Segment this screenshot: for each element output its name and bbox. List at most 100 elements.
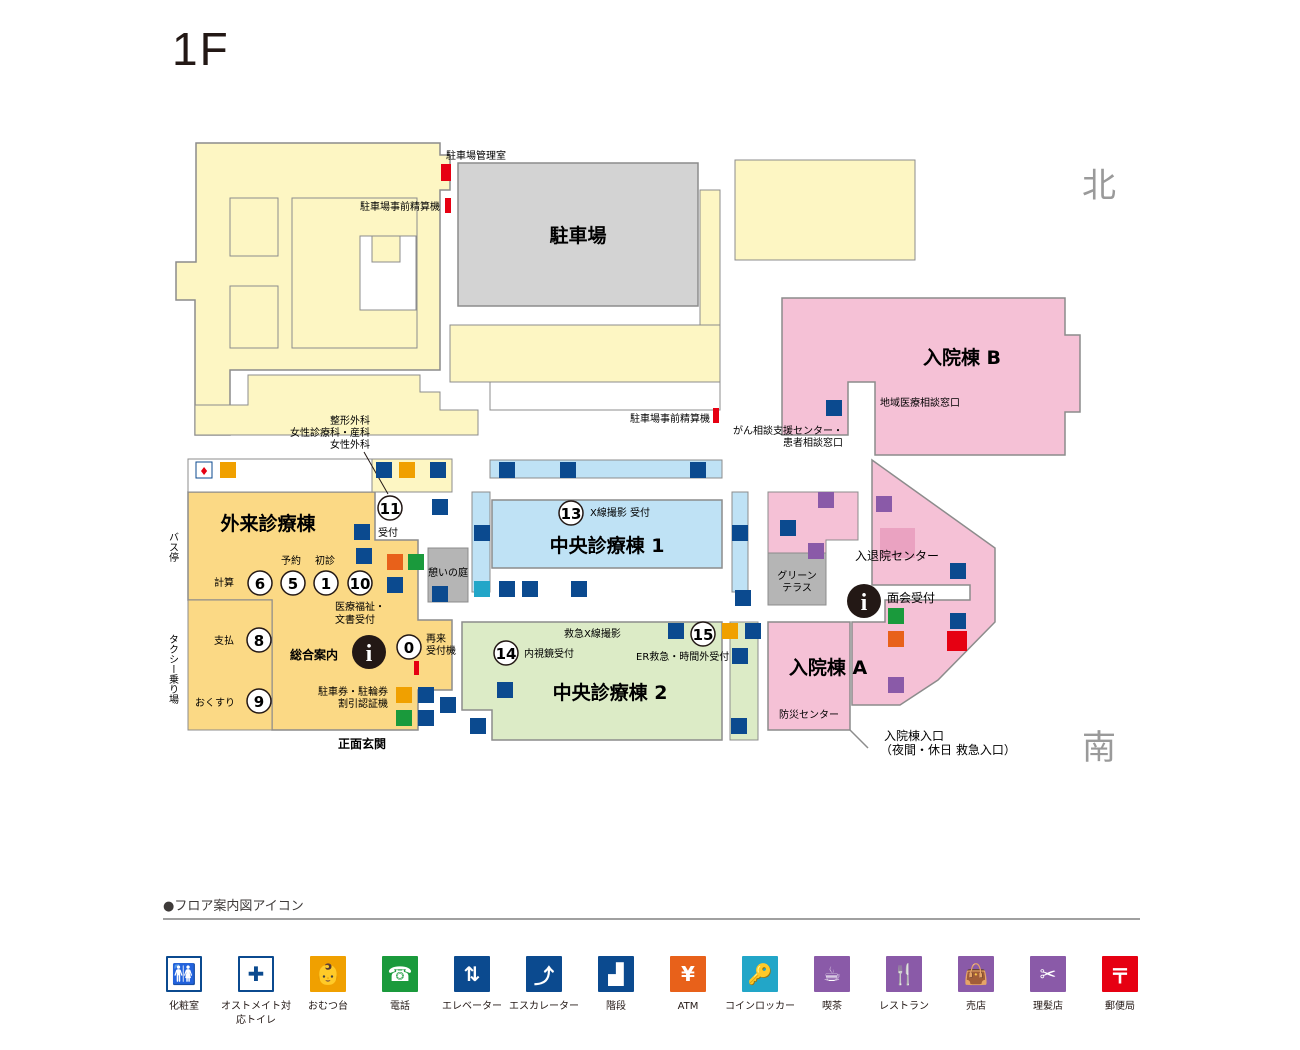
legend-label-ostomate: オストメイト対応トイレ [221, 1001, 291, 1026]
barber-icon: ✂ [1030, 956, 1066, 992]
diaper-icon: 👶 [310, 956, 346, 992]
svg-text:i: i [366, 641, 373, 667]
coin-locker-icon: 🔑 [742, 956, 778, 992]
marker-5[interactable]: 5 [288, 575, 298, 593]
legend-label-diaper: おむつ台 [308, 1001, 348, 1012]
svg-text:i: i [861, 590, 868, 616]
legend-item-phone: ☎ 電話 [363, 956, 437, 1014]
ortho-label-1: 整形外科 [330, 414, 370, 427]
parking-office-label: 駐車場管理室 [446, 149, 506, 162]
legend-item-stairs: ▟ 階段 [579, 956, 653, 1014]
ward-entrance-label-1: 入院棟入口 [884, 728, 944, 743]
ward-b-building [781, 297, 1081, 456]
terrace-label-2: テラス [782, 582, 812, 594]
legend-label-stairs: 階段 [606, 1001, 626, 1012]
legend-label-restroom: 化粧室 [169, 1001, 199, 1012]
cancer-label-1: がん相談支援センター・ [733, 424, 843, 437]
first-visit-label: 初診 [315, 554, 335, 567]
post-office-icon: 〒 [1102, 956, 1138, 992]
legend-item-elevator: ⇅ エレベーター [435, 956, 509, 1014]
legend-label-coin-locker: コインロッカー [725, 1001, 795, 1012]
legend-label-elevator: エレベーター [442, 1001, 502, 1012]
restroom-icon: 🚻 [166, 956, 202, 992]
reception-11-label: 受付 [378, 526, 398, 539]
legend-item-escalator: ⤴ エスカレーター [507, 956, 581, 1014]
legend-label-escalator: エスカレーター [509, 1001, 579, 1012]
legend-divider [163, 918, 1140, 920]
marker-13[interactable]: 13 [561, 505, 582, 523]
emergency-xray-label: 救急X線撮影 [564, 627, 621, 640]
marker-10[interactable]: 10 [350, 575, 371, 593]
ortho-label-2: 女性診療科・産科 [290, 426, 370, 439]
escalator-icon: ⤴ [526, 956, 562, 992]
phone-icon: ☎ [382, 956, 418, 992]
legend-item-atm: ¥ATM [651, 956, 725, 1014]
admission-center-label: 入退院センター [855, 549, 939, 563]
legend-item-diaper: 👶 おむつ台 [291, 956, 365, 1014]
marker-6[interactable]: 6 [255, 575, 265, 593]
legend-label-restaurant: レストラン [879, 1001, 929, 1012]
legend-label-cafe: 喫茶 [822, 1001, 842, 1012]
legend-item-restroom: 🚻 化粧室 [147, 956, 221, 1014]
pharmacy-label: おくすり [195, 697, 235, 709]
floor-label: 1F [172, 23, 230, 75]
floor-map: 駐車場 駐車場管理室 駐車場事前精算機 入院棟 B 地域医療相談窓口 がん相談支… [167, 142, 1081, 757]
info-icon-general[interactable] [352, 635, 386, 669]
revisit-label-1: 再来 [426, 633, 446, 645]
central1-name: 中央診療棟 1 [550, 534, 665, 557]
legend-item-ostomate: ✚ オストメイト対応トイレ [219, 956, 293, 1028]
prepay-label-1: 駐車場事前精算機 [360, 200, 440, 213]
marker-15[interactable]: 15 [693, 626, 714, 644]
marker-8[interactable]: 8 [254, 632, 264, 650]
cancer-label-2: 患者相談窓口 [783, 436, 843, 449]
revisit-label-2: 受付機 [426, 644, 456, 657]
ward-entrance-label-2: （夜間・休日 救急入口） [880, 742, 1016, 757]
welfare-label-2: 文書受付 [335, 613, 375, 626]
er-label: ER救急・時間外受付 [636, 650, 729, 663]
numbered-markers[interactable]: 11 13 6 5 1 10 8 9 0 14 15 [246, 495, 716, 714]
marker-1[interactable]: 1 [321, 575, 331, 593]
billing-label: 計算 [214, 576, 234, 589]
outpatient-name: 外来診療棟 [220, 512, 316, 535]
ostomate-icon: ✚ [238, 956, 274, 992]
regional-label: 地域医療相談窓口 [880, 396, 960, 409]
legend-item-cafe: ☕ 喫茶 [795, 956, 869, 1014]
central2-building [461, 621, 723, 741]
payment-label: 支払 [214, 634, 234, 647]
legend-item-restaurant: 🍴 レストラン [867, 956, 941, 1014]
ticket-label-1: 駐車券・駐輪券 [318, 685, 388, 698]
legend-item-post-office: 〒郵便局 [1083, 956, 1157, 1014]
atm-icon: ¥ [670, 956, 706, 992]
central2-name: 中央診療棟 2 [553, 681, 668, 704]
marker-11[interactable]: 11 [380, 500, 401, 518]
marker-9[interactable]: 9 [254, 693, 264, 711]
ortho-label-3: 女性外科 [330, 438, 370, 451]
legend-label-phone: 電話 [390, 1001, 410, 1012]
taxi-label: タクシー乗り場 [167, 634, 179, 705]
prepay-label-2: 駐車場事前精算機 [630, 412, 710, 425]
svg-text:♦: ♦ [199, 465, 209, 478]
visitor-reception-label: 面会受付 [887, 591, 935, 605]
ward-a-name: 入院棟 A [789, 656, 868, 679]
endoscopy-label: 内視鏡受付 [524, 647, 574, 660]
central1-building [491, 499, 723, 569]
main-entrance-label: 正面玄関 [338, 736, 386, 751]
marker-14[interactable]: 14 [496, 645, 517, 663]
legend-title: ●フロア案内図アイコン [163, 899, 304, 914]
legend-item-shop: 👜売店 [939, 956, 1013, 1014]
terrace-label-1: グリーン [777, 569, 817, 582]
garden-label: 憩いの庭 [428, 566, 468, 579]
restaurant-icon: 🍴 [886, 956, 922, 992]
info-icon-visitor[interactable] [847, 584, 881, 618]
stairs-icon: ▟ [598, 956, 634, 992]
parking-building [457, 162, 699, 307]
elevator-icon: ⇅ [454, 956, 490, 992]
south-label: 南 [1082, 728, 1116, 768]
map-icons: ♦ [195, 400, 967, 734]
cafe-icon: ☕ [814, 956, 850, 992]
marker-0[interactable]: 0 [404, 639, 414, 657]
parking-name: 駐車場 [549, 224, 606, 247]
north-label: 北 [1082, 166, 1116, 206]
legend-item-barber: ✂理髪店 [1011, 956, 1085, 1014]
general-info-label: 総合案内 [290, 647, 338, 662]
